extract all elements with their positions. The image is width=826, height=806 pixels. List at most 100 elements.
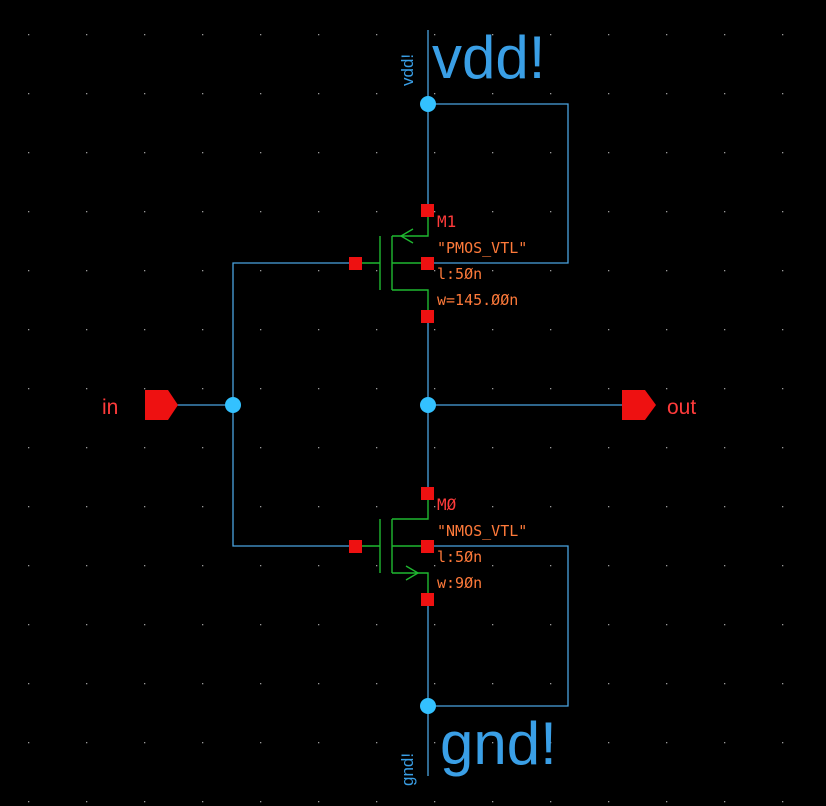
output-port-shape[interactable] [622, 390, 656, 420]
grid-dot [608, 565, 610, 567]
grid-dot [434, 624, 436, 626]
grid-dot [28, 506, 30, 508]
grid-dot [608, 506, 610, 508]
grid-dot [144, 152, 146, 154]
grid-dot [260, 506, 262, 508]
grid-dot [28, 270, 30, 272]
grid-dot [550, 329, 552, 331]
grid-dot [434, 565, 436, 567]
grid-dot [86, 270, 88, 272]
nmos-drain-pin[interactable] [421, 487, 434, 500]
grid-dot [434, 447, 436, 449]
grid-dot [550, 270, 552, 272]
nmos-model-label: "NMOS_VTL" [437, 522, 527, 540]
grid-dot [260, 152, 262, 154]
grid-dot [260, 270, 262, 272]
grid-dot [144, 506, 146, 508]
grid-dot [28, 742, 30, 744]
junction-vdd[interactable] [420, 96, 436, 112]
grid-dot [318, 93, 320, 95]
nmos-source-pin[interactable] [421, 593, 434, 606]
grid-dot [492, 742, 494, 744]
grid-dot [724, 801, 726, 803]
grid-dot [782, 683, 784, 685]
grid-dot [492, 152, 494, 154]
grid-dot [782, 329, 784, 331]
grid-dot [86, 152, 88, 154]
gnd-big-label: gnd! [440, 710, 557, 777]
junction-input[interactable] [225, 397, 241, 413]
grid-dot [782, 270, 784, 272]
grid-dot [666, 683, 668, 685]
grid-dot [202, 683, 204, 685]
junction-output[interactable] [420, 397, 436, 413]
grid-dot [86, 506, 88, 508]
grid-dot [434, 93, 436, 95]
grid-dot [666, 506, 668, 508]
grid-dot [318, 506, 320, 508]
grid-dot [28, 329, 30, 331]
grid-dot [318, 447, 320, 449]
nmos-gate-pin[interactable] [349, 540, 362, 553]
pmos-gate-pin[interactable] [349, 257, 362, 270]
grid-dot [318, 34, 320, 36]
grid-dot [376, 683, 378, 685]
grid-dot [434, 211, 436, 213]
pmos-source-lead [392, 217, 429, 237]
grid-dot [28, 34, 30, 36]
pmos-body-pin[interactable] [421, 257, 434, 270]
grid-dot [550, 683, 552, 685]
grid-dot [28, 152, 30, 154]
grid-dot [492, 211, 494, 213]
grid-dot [666, 388, 668, 390]
grid-dot [144, 565, 146, 567]
nmos-body-pin[interactable] [421, 540, 434, 553]
grid-dot [492, 683, 494, 685]
grid-dot [666, 447, 668, 449]
grid-dot [260, 329, 262, 331]
grid-dot [492, 801, 494, 803]
grid-dot [666, 270, 668, 272]
input-port-shape[interactable] [145, 390, 178, 420]
wire-nmos-body-to-gnd [428, 545, 569, 707]
grid-dot [376, 152, 378, 154]
junction-gnd[interactable] [420, 698, 436, 714]
pmos-width-label: w=145.ØØn [437, 291, 518, 309]
grid-dot [86, 329, 88, 331]
grid-dot [28, 93, 30, 95]
grid-dot [724, 93, 726, 95]
grid-dot [202, 624, 204, 626]
output-port-label: out [667, 396, 696, 419]
grid-dot [724, 565, 726, 567]
grid-dot [318, 329, 320, 331]
grid-dot [202, 506, 204, 508]
grid-dot [144, 211, 146, 213]
grid-dot [376, 565, 378, 567]
gnd-small-label: gnd! [398, 753, 417, 786]
grid-dot [144, 388, 146, 390]
pmos-drain-pin[interactable] [421, 310, 434, 323]
grid-dot [86, 34, 88, 36]
grid-dot [434, 801, 436, 803]
grid-dot [376, 506, 378, 508]
grid-dot [434, 270, 436, 272]
nmos-width-label: w:9Øn [437, 574, 482, 592]
nmos-length-label: l:5Øn [437, 548, 482, 566]
grid-dot [666, 93, 668, 95]
grid-dot [608, 93, 610, 95]
grid-dot [202, 565, 204, 567]
grid-dot [318, 388, 320, 390]
grid-dot [492, 624, 494, 626]
grid-dot [550, 211, 552, 213]
grid-dot [434, 506, 436, 508]
nmos-instance-label: MØ [437, 495, 457, 514]
pmos-source-pin[interactable] [421, 204, 434, 217]
grid-dot [724, 742, 726, 744]
nmos-transistor[interactable] [362, 500, 429, 593]
grid-dot [782, 801, 784, 803]
grid-dot [86, 388, 88, 390]
grid-dot [86, 447, 88, 449]
grid-dot [608, 801, 610, 803]
grid-dot [608, 683, 610, 685]
grid-dot [144, 742, 146, 744]
